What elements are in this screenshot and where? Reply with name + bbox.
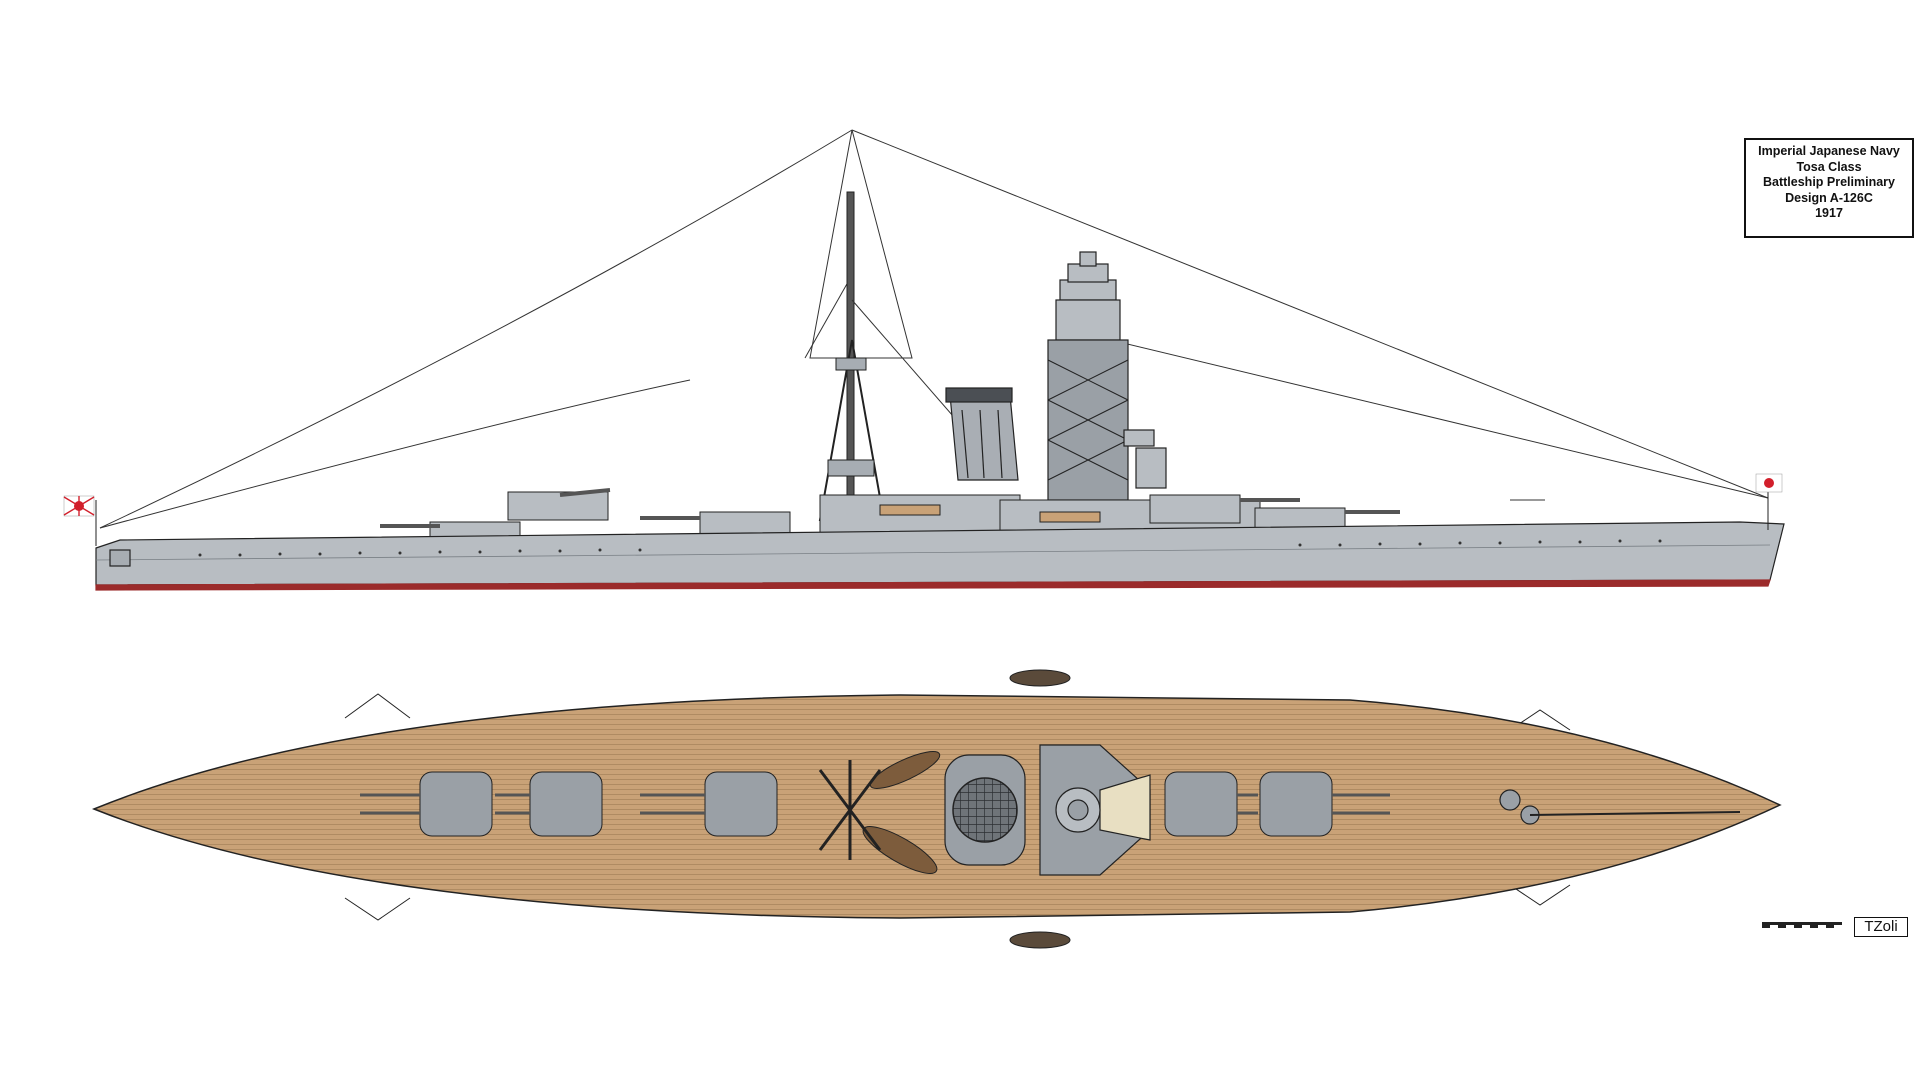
turrets-top — [360, 771, 1390, 837]
title-line-type: Battleship Preliminary — [1763, 175, 1895, 189]
title-block: Imperial Japanese Navy Tosa Class Battle… — [1744, 138, 1914, 238]
hull-side — [95, 521, 1785, 591]
stern-flag-icon — [63, 495, 97, 546]
side-boats — [1009, 669, 1071, 949]
title-line-year: 1917 — [1815, 206, 1843, 220]
main-deck — [91, 694, 1782, 919]
bridge-top — [1039, 744, 1151, 876]
portholes — [198, 539, 1662, 557]
main-tower — [1047, 251, 1167, 501]
artist-signature: TZoli — [1854, 917, 1908, 937]
anchor-gear — [1499, 789, 1741, 825]
rigging-wires — [99, 129, 1769, 529]
top-view — [91, 669, 1782, 949]
boat-deck — [818, 751, 941, 874]
funnel-top — [944, 754, 1026, 866]
bow-flag-icon — [1755, 473, 1783, 530]
side-profile — [63, 129, 1785, 591]
title-line-class: Tosa Class — [1796, 159, 1862, 174]
funnel — [945, 387, 1019, 481]
scale-bar — [1762, 922, 1842, 928]
title-line-design: Design A-126C — [1785, 190, 1873, 205]
title-line-navy: Imperial Japanese Navy — [1758, 144, 1900, 158]
